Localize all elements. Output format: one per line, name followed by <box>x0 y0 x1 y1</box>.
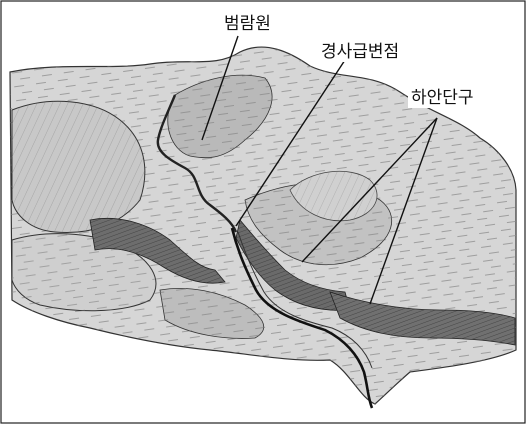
scarp-label: 경사급변점 <box>321 42 399 62</box>
floodplain-label: 범람원 <box>224 14 271 34</box>
terrace-label: 하안단구 <box>411 88 474 108</box>
